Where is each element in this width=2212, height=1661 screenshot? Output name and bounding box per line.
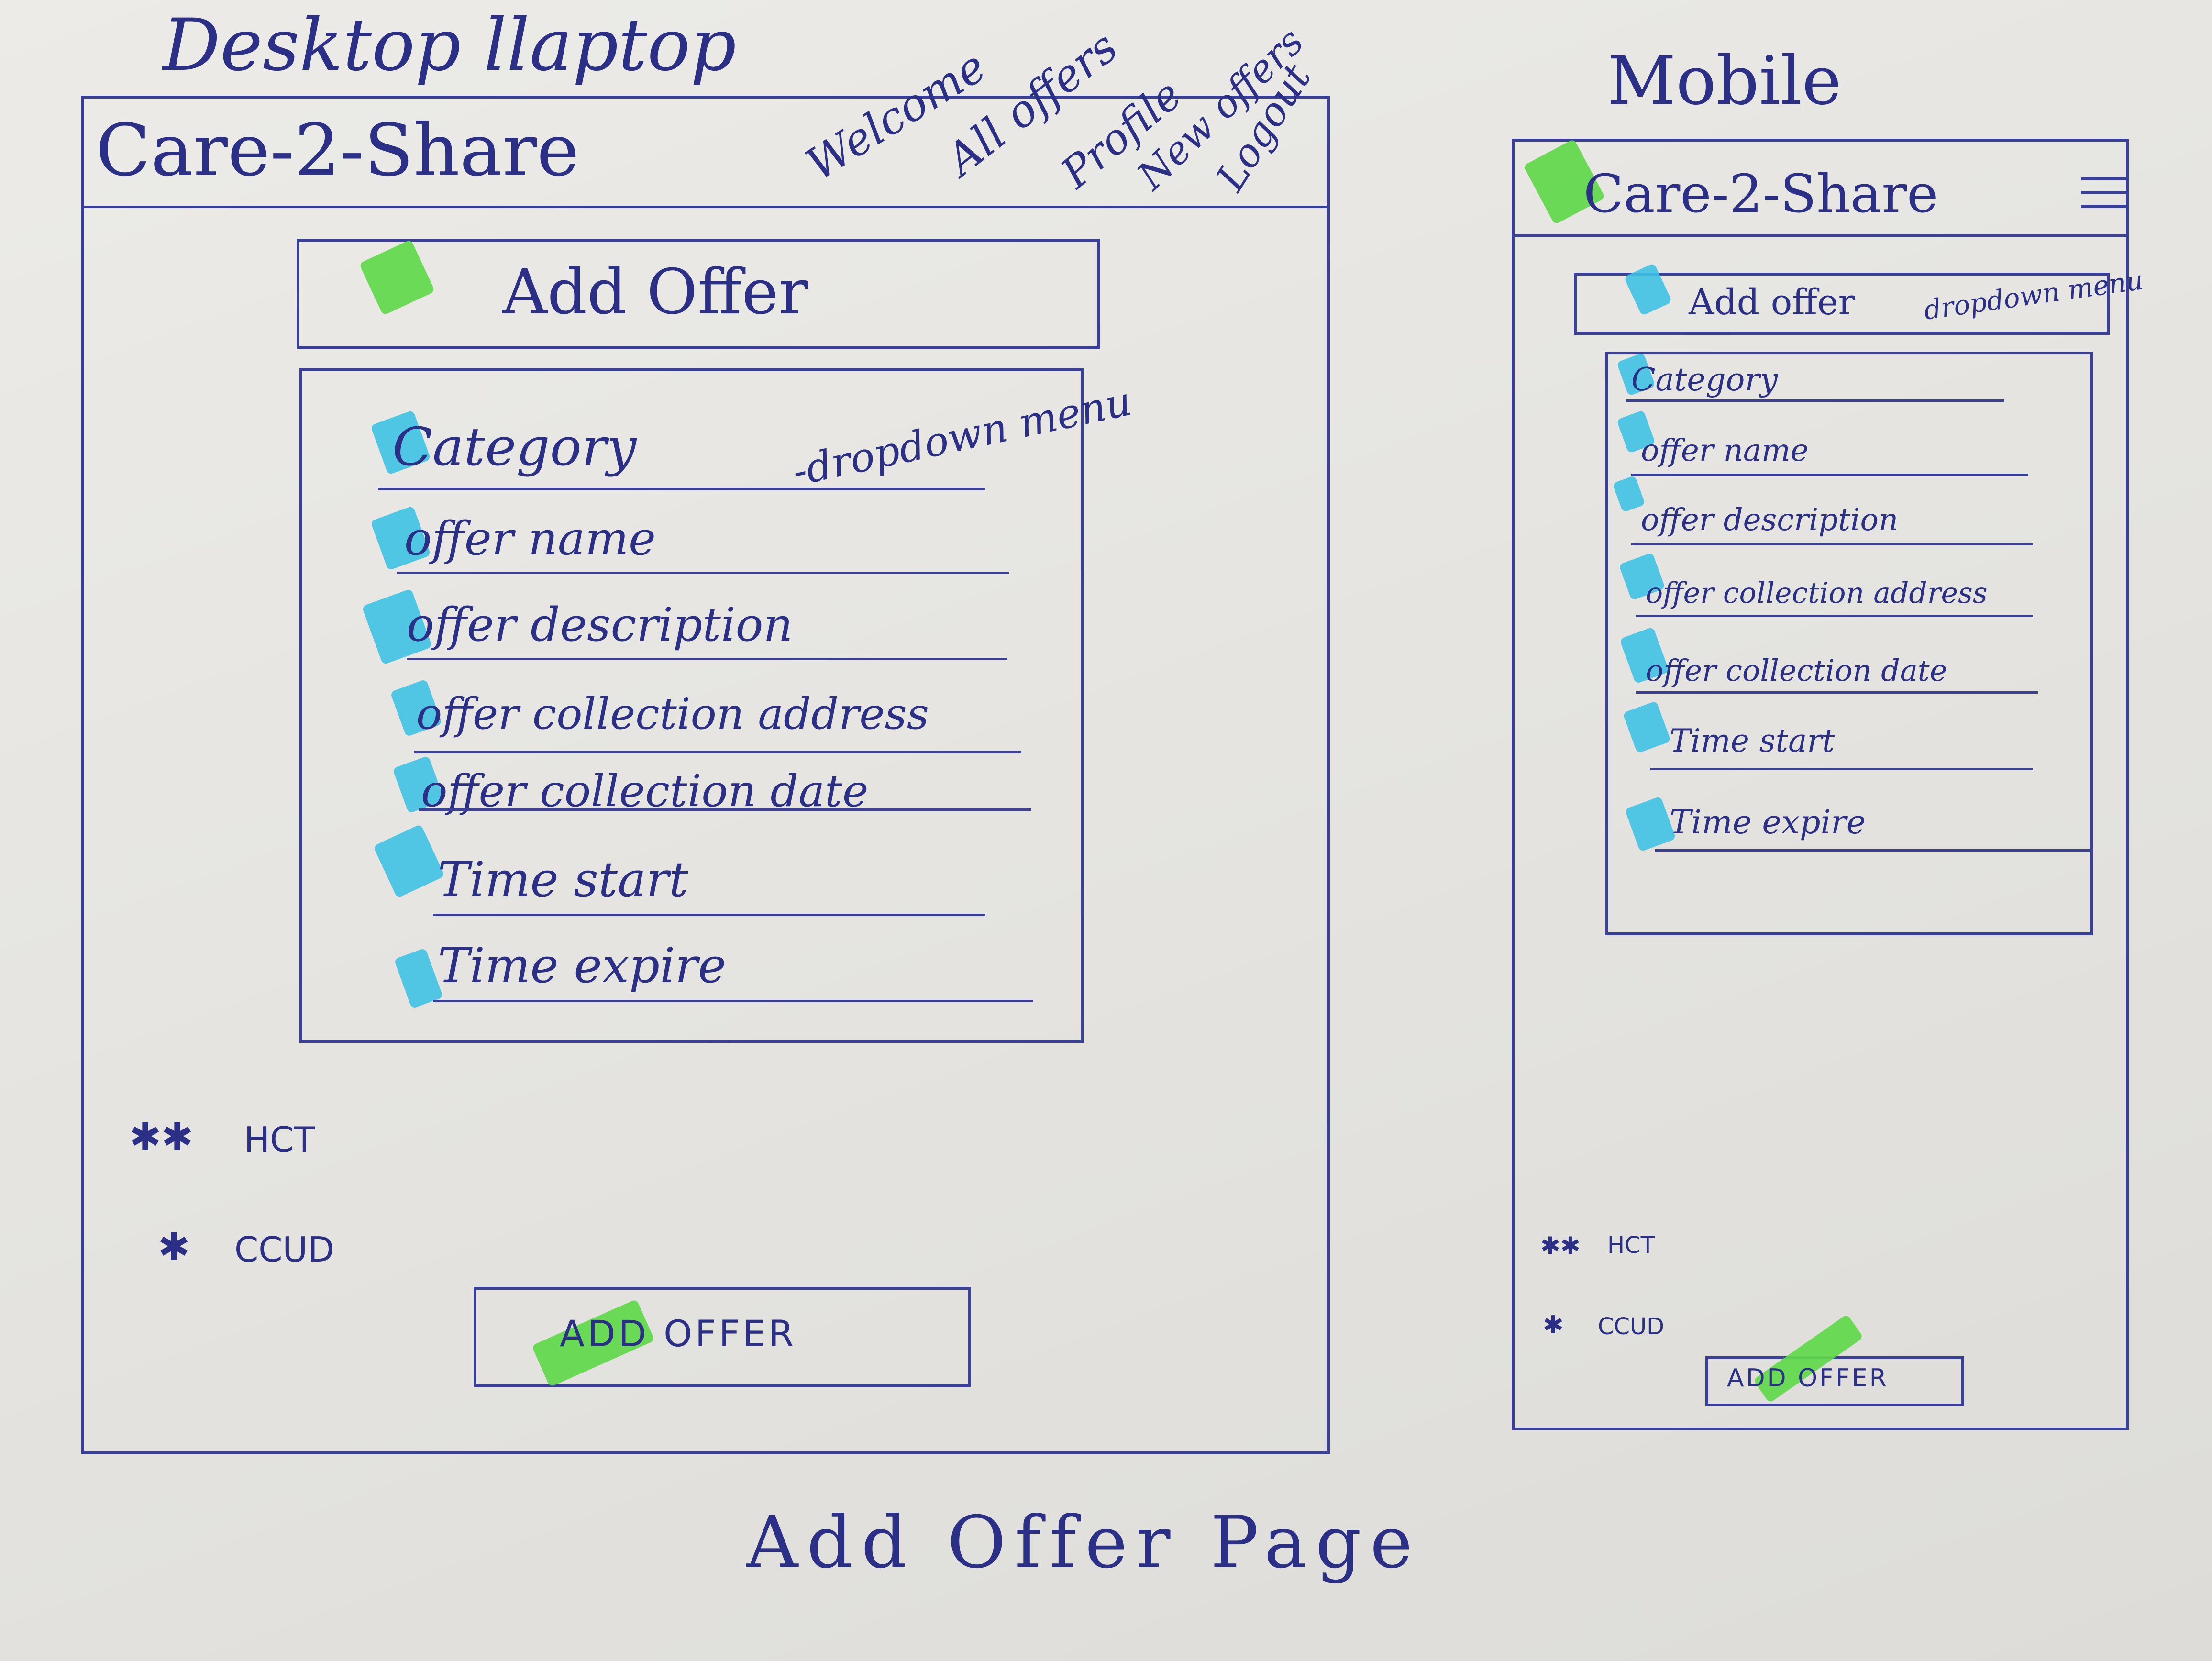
mobile-legend-symbol-ccud: ✱ (1543, 1311, 1564, 1340)
desktop-field-time-expire-input[interactable] (433, 1000, 1033, 1002)
mobile-header-divider (1514, 234, 2126, 237)
desktop-add-offer-button[interactable] (474, 1287, 971, 1387)
mobile-app-name: Care-2-Share (1583, 163, 1938, 224)
desktop-legend-label-ccud: CCUD (234, 1229, 334, 1270)
sheet-title: Add Offer Page (746, 1501, 1421, 1584)
desktop-field-category-label: Category (392, 416, 637, 477)
desktop-app-name: Care-2-Share (96, 109, 579, 192)
mobile-add-offer-button-label: ADD OFFER (1727, 1364, 1889, 1393)
mobile-field-time-start-label: Time start (1670, 722, 1835, 759)
desktop-field-time-start-input[interactable] (433, 914, 985, 916)
mobile-legend-label-hct: HCT (1607, 1232, 1655, 1259)
mobile-field-offer-name-input[interactable] (1631, 474, 2028, 476)
desktop-caption: Desktop llaptop (163, 4, 737, 87)
desktop-field-collection-address-input[interactable] (414, 751, 1021, 753)
mobile-add-offer-header[interactable] (1574, 273, 2110, 335)
desktop-field-time-start-label: Time start (438, 852, 688, 908)
mobile-field-time-expire-label: Time expire (1670, 804, 1866, 842)
mobile-legend-label-ccud: CCUD (1598, 1313, 1665, 1340)
mobile-field-time-expire-input[interactable] (1655, 849, 2090, 852)
desktop-header-divider (84, 206, 1327, 208)
mobile-add-offer-heading: Add offer (1689, 282, 1855, 323)
mobile-field-category-input[interactable] (1626, 399, 2004, 402)
desktop-field-time-expire-label: Time expire (438, 938, 727, 994)
desktop-form-box (299, 368, 1084, 1043)
desktop-legend-symbol-hct: ✱✱ (129, 1115, 194, 1159)
desktop-legend-symbol-ccud: ✱ (158, 1225, 190, 1269)
mobile-field-time-start-input[interactable] (1650, 768, 2033, 770)
mobile-field-collection-date-input[interactable] (1636, 691, 2038, 694)
desktop-frame (81, 96, 1330, 1454)
desktop-add-offer-header (297, 239, 1100, 349)
desktop-legend-label-hct: HCT (244, 1119, 315, 1160)
desktop-add-offer-heading: Add Offer (502, 255, 808, 328)
mobile-field-collection-date-label: offer collection date (1646, 653, 1947, 688)
desktop-add-offer-button-label: ADD OFFER (560, 1312, 797, 1355)
desktop-field-offer-name-label: offer name (404, 512, 656, 565)
desktop-field-offer-description-input[interactable] (407, 658, 1007, 660)
desktop-field-collection-address-label: offer collection address (416, 689, 929, 739)
mobile-field-offer-description-label: offer description (1641, 502, 1899, 538)
mobile-field-offer-description-input[interactable] (1631, 543, 2033, 545)
mobile-form-box (1605, 352, 2093, 935)
mobile-frame (1512, 139, 2129, 1430)
desktop-field-offer-description-label: offer description (407, 598, 793, 652)
mobile-legend-symbol-hct: ✱✱ (1540, 1232, 1581, 1260)
desktop-field-collection-date-input[interactable] (419, 808, 1031, 811)
mobile-caption: Mobile (1607, 42, 1842, 120)
mobile-field-offer-name-label: offer name (1641, 433, 1809, 468)
hamburger-icon[interactable] (2081, 177, 2129, 219)
desktop-field-collection-date-label: offer collection date (421, 765, 869, 817)
desktop-field-offer-name-input[interactable] (397, 572, 1009, 574)
mobile-field-collection-address-label: offer collection address (1646, 576, 1988, 610)
mobile-field-category-label: Category (1631, 361, 1778, 398)
mobile-field-collection-address-input[interactable] (1636, 615, 2033, 617)
desktop-field-category-input[interactable] (378, 488, 985, 490)
